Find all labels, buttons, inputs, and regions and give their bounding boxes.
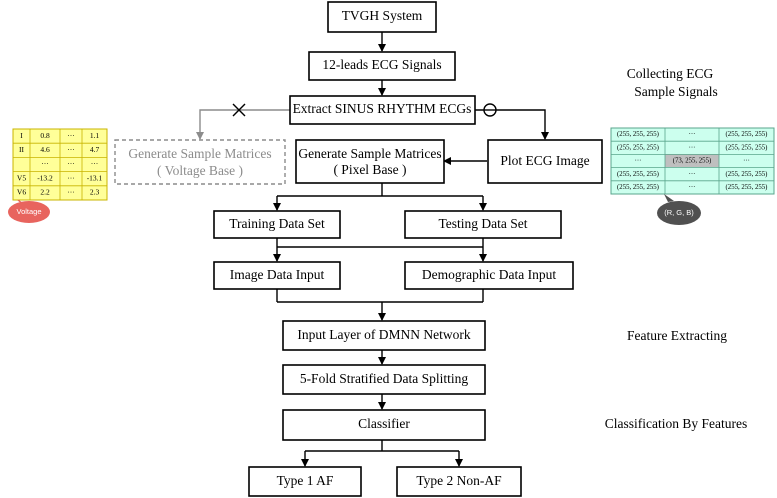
voltage-table-cell: V6 — [17, 188, 26, 197]
input-layer-label: Input Layer of DMNN Network — [297, 327, 470, 342]
arrow-extract-to-voltage — [196, 109, 290, 140]
plot-ecg-label: Plot ECG Image — [500, 153, 589, 168]
image-input-label: Image Data Input — [230, 267, 325, 282]
voltage-table-cell: -13.1 — [87, 173, 103, 182]
voltage-table-cell: ··· — [41, 159, 49, 168]
training-set-box: Training Data Set — [213, 210, 341, 239]
extract-sinus-box: Extract SINUS RHYTHM ECGs — [289, 95, 476, 125]
pixel-matrix-label-1: Generate Sample Matrices — [298, 146, 441, 161]
pixel-table-cell: (73, 255, 255) — [673, 158, 712, 165]
pixel-table-cell: ··· — [689, 144, 696, 151]
voltage-table-cell: ··· — [67, 173, 75, 182]
arrow-extract-to-plot — [475, 109, 549, 140]
voltage-badge — [8, 201, 50, 223]
pixel-table-cell: ··· — [635, 158, 642, 165]
pixel-table-cell: ··· — [743, 158, 750, 165]
voltage-table-cell: ··· — [67, 159, 75, 168]
classification-label: Classification By Features — [605, 416, 747, 431]
voltage-table-cell: 4.7 — [90, 145, 100, 154]
voltage-badge-label: Voltage — [16, 207, 41, 216]
pixel-matrix-label-2: ( Pixel Base ) — [333, 162, 406, 177]
voltage-matrix-box: Generate Sample Matrices ( Voltage Base … — [114, 139, 286, 185]
pixel-table-cell: (255, 255, 255) — [617, 131, 659, 138]
voltage-table-cell: 2.2 — [40, 188, 50, 197]
collecting-label-1: Collecting ECG — [627, 66, 714, 81]
training-set-label: Training Data Set — [229, 216, 325, 231]
fold-splitting-label: 5-Fold Stratified Data Splitting — [300, 371, 469, 386]
pixel-table-cell: (255, 255, 255) — [726, 131, 768, 138]
pixel-table: (255, 255, 255) ··· (255, 255, 255) (255, 2… — [610, 127, 775, 195]
plot-ecg-box: Plot ECG Image — [487, 139, 603, 184]
tvgh-system-label: TVGH System — [342, 8, 423, 23]
ecg-signals-label: 12-leads ECG Signals — [322, 57, 441, 72]
testing-set-box: Testing Data Set — [404, 210, 562, 239]
connectors — [196, 32, 549, 467]
pixel-table-cell: ··· — [689, 171, 696, 178]
pixel-table-cell: (255, 255, 255) — [617, 171, 659, 178]
type1-af-box: Type 1 AF — [248, 466, 362, 497]
feature-extracting-label: Feature Extracting — [627, 328, 727, 343]
pixel-table-highlight — [665, 154, 719, 167]
classifier-label: Classifier — [358, 416, 410, 431]
pixel-table-cell: ··· — [689, 184, 696, 191]
testing-set-label: Testing Data Set — [438, 216, 527, 231]
fold-splitting-box: 5-Fold Stratified Data Splitting — [282, 364, 486, 395]
voltage-matrix-label-2: ( Voltage Base ) — [157, 163, 243, 178]
pixel-table-cell: (255, 255, 255) — [617, 184, 659, 191]
voltage-table-cell: ··· — [91, 159, 99, 168]
pixel-table-cell: (255, 255, 255) — [726, 144, 768, 151]
voltage-table-cell: 2.3 — [90, 188, 100, 197]
voltage-table-cell: ··· — [67, 145, 75, 154]
collecting-label-2: Sample Signals — [634, 84, 718, 99]
voltage-table-cell: ··· — [67, 131, 75, 140]
pixel-matrix-box: Generate Sample Matrices ( Pixel Base ) — [295, 139, 445, 184]
extract-sinus-label: Extract SINUS RHYTHM ECGs — [293, 101, 472, 116]
input-layer-box: Input Layer of DMNN Network — [282, 320, 486, 351]
voltage-table-cell: II — [19, 145, 24, 154]
voltage-table: I 0.8 ··· 1.1II 4.6 ··· 4.7 ··· ··· ··· V5 -13.2 ···… — [12, 128, 108, 201]
voltage-table-cell: -13.2 — [37, 173, 53, 182]
image-input-box: Image Data Input — [213, 261, 341, 290]
voltage-table-cell: 0.8 — [40, 131, 50, 140]
pixel-table-cell: ··· — [689, 131, 696, 138]
voltage-table-cell: I — [20, 131, 23, 140]
voltage-table-cell: 4.6 — [40, 145, 50, 154]
demographic-input-label: Demographic Data Input — [422, 267, 556, 282]
type1-af-label: Type 1 AF — [277, 473, 334, 488]
tvgh-system-box: TVGH System — [327, 1, 437, 33]
voltage-table-cell: 1.1 — [90, 131, 100, 140]
ecg-signals-box: 12-leads ECG Signals — [308, 51, 456, 81]
pixel-table-cell: (255, 255, 255) — [617, 144, 659, 151]
classifier-box: Classifier — [282, 409, 486, 441]
rgb-badge-label: (R, G, B) — [664, 208, 694, 217]
voltage-table-cell: V5 — [17, 173, 26, 182]
pixel-table-cell: (255, 255, 255) — [726, 171, 768, 178]
voltage-matrix-label-1: Generate Sample Matrices — [128, 146, 271, 161]
voltage-table-cell: ··· — [67, 188, 75, 197]
type2-nonaf-box: Type 2 Non-AF — [396, 466, 522, 497]
type2-nonaf-label: Type 2 Non-AF — [416, 473, 502, 488]
rgb-badge — [657, 201, 701, 225]
demographic-input-box: Demographic Data Input — [404, 261, 574, 290]
pixel-table-cell: (255, 255, 255) — [726, 184, 768, 191]
